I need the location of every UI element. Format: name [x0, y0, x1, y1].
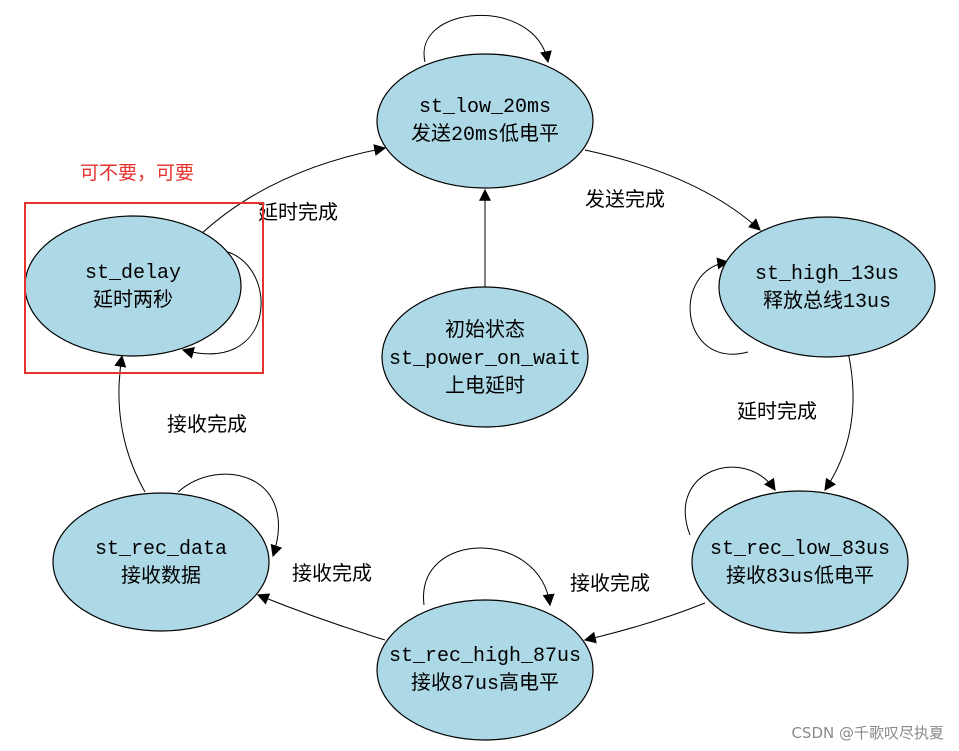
- state-high13: st_high_13us 释放总线13us: [718, 216, 936, 358]
- state-reclow83-name: st_rec_low_83us: [710, 538, 890, 561]
- state-reclow83: st_rec_low_83us 接收83us低电平: [691, 490, 909, 634]
- state-low20-name: st_low_20ms: [419, 96, 551, 119]
- state-high13-name: st_high_13us: [755, 263, 899, 286]
- self-loop-high13: [689, 257, 749, 355]
- state-delay-desc: 延时两秒: [93, 288, 173, 313]
- state-rechigh87: st_rec_high_87us 接收87us高电平: [376, 599, 594, 741]
- highlight-box: [24, 202, 264, 374]
- state-reclow83-desc: 接收83us低电平: [726, 564, 874, 589]
- self-loop-reclow83: [684, 466, 776, 536]
- state-init-desc: 上电延时: [445, 374, 525, 399]
- edge-low20-to-high13: [584, 149, 761, 231]
- annotation-note: 可不要，可要: [80, 162, 194, 184]
- edge-recdata-to-delay: [114, 354, 146, 493]
- label-rechigh87-to-recdata: 接收完成: [292, 561, 372, 585]
- state-delay: st_delay 延时两秒: [24, 215, 242, 357]
- label-reclow83-to-rechigh87: 接收完成: [570, 571, 650, 595]
- state-recdata-name: st_rec_data: [95, 538, 227, 561]
- state-recdata-desc: 接收数据: [121, 564, 201, 589]
- label-high13-to-reclow83: 延时完成: [737, 399, 817, 423]
- label-recdata-to-delay: 接收完成: [167, 412, 247, 436]
- edge-high13-to-reclow83: [824, 351, 854, 491]
- state-init: 初始状态 st_power_on_wait 上电延时: [381, 286, 589, 428]
- state-low20: st_low_20ms 发送20ms低电平: [376, 53, 594, 189]
- self-loop-low20: [423, 15, 552, 64]
- label-low20-to-high13: 发送完成: [585, 187, 665, 211]
- state-rechigh87-desc: 接收87us高电平: [411, 671, 559, 696]
- state-rechigh87-name: st_rec_high_87us: [389, 645, 581, 668]
- watermark: CSDN @千歌叹尽执夏: [791, 724, 944, 742]
- state-delay-name: st_delay: [85, 262, 181, 285]
- label-delay-to-low20: 延时完成: [258, 200, 338, 224]
- state-recdata: st_rec_data 接收数据: [52, 492, 270, 632]
- state-init-title: 初始状态: [445, 318, 525, 343]
- self-loop-delay: [181, 251, 262, 359]
- edge-reclow83-to-rechigh87: [583, 602, 706, 644]
- edge-delay-to-low20: [199, 144, 387, 236]
- edge-rechigh87-to-recdata: [256, 593, 386, 641]
- state-init-name: st_power_on_wait: [389, 348, 581, 371]
- self-loop-rechigh87: [423, 547, 555, 607]
- state-low20-desc: 发送20ms低电平: [411, 122, 559, 147]
- self-loop-recdata: [177, 473, 283, 558]
- state-high13-desc: 释放总线13us: [763, 289, 891, 314]
